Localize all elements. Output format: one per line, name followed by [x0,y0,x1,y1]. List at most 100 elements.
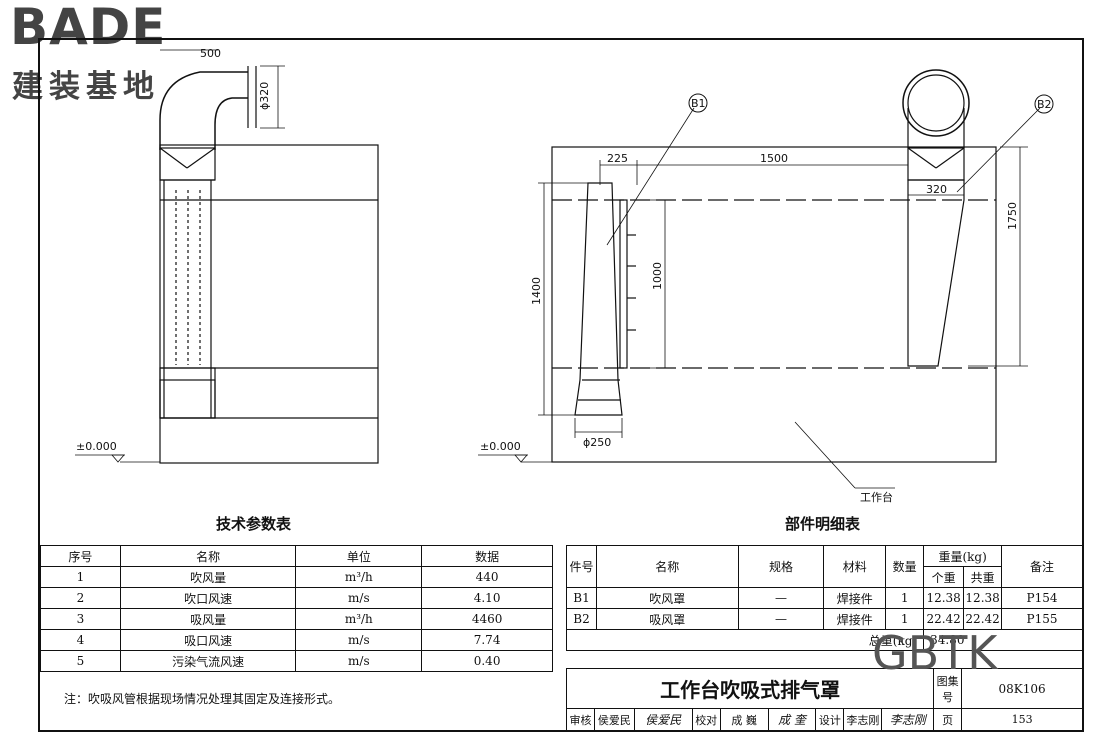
table-cell: 2 [40,587,121,609]
parts-table-title: 部件明细表 [785,515,861,533]
table-cell: 12.38 [963,587,1003,609]
table-cell: m/s [295,629,423,651]
table-cell: 吸风罩 [595,608,739,630]
header-cell: 个重 [923,566,965,588]
level-right: ±0.000 [480,440,521,453]
table-cell: 污染气流风速 [119,650,297,672]
right-view-dimensions [478,107,1041,489]
table-cell: 22.42 [923,608,965,630]
table-cell: 5 [40,650,121,672]
header-cell: 数据 [421,545,553,567]
page-label: 页 [933,708,963,731]
callout-b1-circle [688,93,708,113]
logo-subtitle: 建装基地 [12,69,160,105]
table-cell: B2 [566,608,597,630]
total-label: 总重(kg) [565,629,925,651]
left-view-duct [159,66,257,419]
header-cell: 名称 [595,545,739,588]
reviewer-signature: 侯爱民 [633,708,693,731]
title-block: 工作台吹吸式排气罩 图集号 08K106 审核 侯爱民 侯爱民 校对 成 巍 成… [565,668,1083,731]
callout-b2-label: B2 [1037,98,1052,111]
left-view-wall [159,144,379,464]
header-cell: 件号 [566,545,597,588]
page-number: 153 [961,708,1083,731]
checker-signature: 成 奎 [767,708,817,731]
dim-pipe-diameter: ϕ320 [258,82,271,110]
dim-1500: 1500 [760,152,788,165]
table-cell: 4 [40,629,121,651]
designer-signature: 李志刚 [881,708,935,731]
tech-table: 序号 名称 单位 数据 1 吹风量 m³/h 440 2 吹口风速 m/s 4.… [40,545,553,672]
dim-1000: 1000 [651,262,664,290]
table-row: B1 吹风罩 — 焊接件 1 12.38 12.38 P154 [566,587,1083,609]
table-cell: 吹风罩 [595,587,739,609]
header-cell: 重量(kg) [923,545,1003,567]
total-value: 34.80 [923,629,1083,651]
table-row: 4 吸口风速 m/s 7.74 [40,629,553,651]
total-row: 总重(kg) 34.80 [565,629,1083,651]
designer-name: 李志刚 [843,708,883,731]
atlas-number: 08K106 [961,668,1083,709]
drawing-frame [38,38,1084,732]
table-cell: P154 [1001,587,1083,609]
table-cell: 0.40 [421,650,553,672]
header-cell: 序号 [40,545,121,567]
logo-text: BADE [10,0,167,56]
table-cell: P155 [1001,608,1083,630]
left-view-dimensions [75,49,285,463]
right-view-b1-hood [574,182,636,416]
right-view-wall [551,146,997,463]
table-cell: 12.38 [923,587,965,609]
checker-name: 成 巍 [719,708,769,731]
reviewer-name: 侯爱民 [593,708,635,731]
level-left: ±0.000 [76,440,117,453]
dim-320: 320 [926,183,947,196]
table-row: 5 污染气流风速 m/s 0.40 [40,650,553,672]
table-row: 1 吹风量 m³/h 440 [40,566,553,588]
table-row: 3 吸风量 m³/h 4460 [40,608,553,630]
table-row: B2 吸风罩 — 焊接件 1 22.42 22.42 P155 [566,608,1083,630]
design-label: 设计 [815,708,845,731]
tech-table-title: 技术参数表 [216,515,292,533]
header-cell: 规格 [737,545,825,588]
workbench-label: 工作台 [860,490,893,504]
table-cell: m/s [295,587,423,609]
table-cell: m³/h [295,566,423,588]
dim-500: 500 [200,47,221,60]
header-cell: 名称 [119,545,297,567]
table-cell: — [737,587,825,609]
table-cell: 3 [40,608,121,630]
header-cell: 材料 [823,545,887,588]
review-label: 审核 [566,708,595,731]
table-cell: B1 [566,587,597,609]
right-view-b2-hood [902,69,970,367]
header-cell: 数量 [885,545,925,588]
callout-b1-label: B1 [691,97,706,110]
tech-table-header: 序号 名称 单位 数据 [40,545,553,567]
check-label: 校对 [691,708,721,731]
table-cell: 焊接件 [823,587,887,609]
dim-1750: 1750 [1006,202,1019,230]
table-cell: 吹口风速 [119,587,297,609]
header-cell: 备注 [1001,545,1083,588]
note-text: 注：吹吸风管根据现场情况处理其固定及连接形式。 [64,692,341,706]
dim-250: ϕ250 [583,436,611,449]
table-cell: m/s [295,650,423,672]
table-row: 2 吹口风速 m/s 4.10 [40,587,553,609]
table-cell: 22.42 [963,608,1003,630]
drawing-title: 工作台吹吸式排气罩 [565,668,935,709]
table-cell: 1 [40,566,121,588]
header-cell: 单位 [295,545,423,567]
table-cell: 吸口风速 [119,629,297,651]
table-cell: 7.74 [421,629,553,651]
table-cell: 吸风量 [119,608,297,630]
dim-225: 225 [607,152,628,165]
table-cell: 440 [421,566,553,588]
table-cell: 4.10 [421,587,553,609]
table-cell: 1 [885,587,925,609]
table-cell: m³/h [295,608,423,630]
callout-b2-circle [1034,94,1054,114]
dim-1400: 1400 [530,277,543,305]
parts-table: 件号 名称 规格 材料 数量 重量(kg) 备注 个重 共重 B1 吹风罩 — … [565,545,1083,651]
